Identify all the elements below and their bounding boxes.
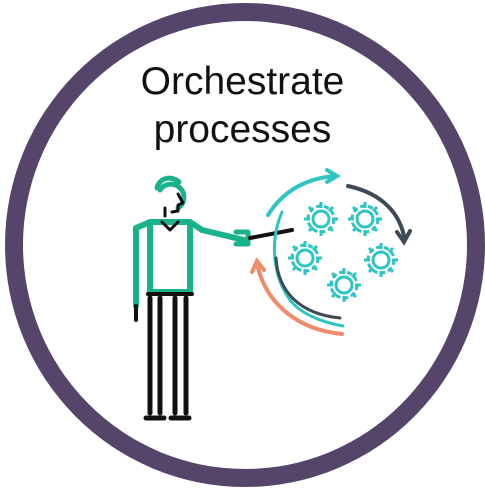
badge-title-line1: Orchestrate	[140, 60, 345, 103]
badge-title: Orchestrate processes	[0, 58, 485, 154]
gear-icon	[304, 202, 338, 236]
gear-icon	[327, 268, 361, 302]
pointer-stick-icon	[248, 228, 294, 240]
presenter-figure-icon	[133, 175, 251, 421]
gear-icon	[288, 241, 322, 275]
badge-title-line2: processes	[153, 108, 332, 151]
gear-icon	[348, 202, 382, 236]
cycle-arrow-icon	[250, 168, 412, 336]
gear-icon	[364, 243, 398, 277]
